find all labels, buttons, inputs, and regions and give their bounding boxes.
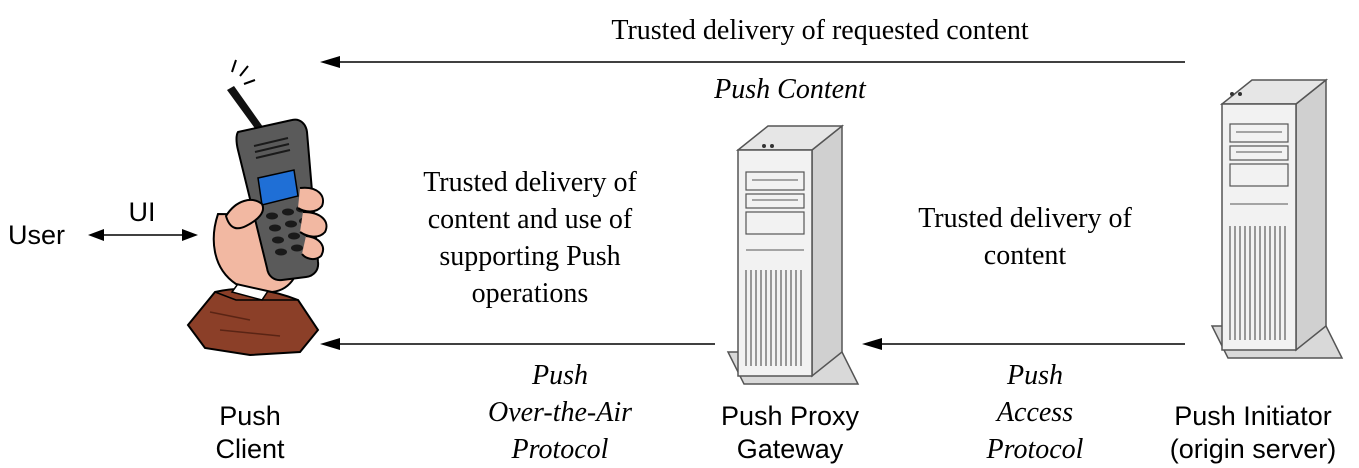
ota-flow-label-line: content and use of xyxy=(427,204,633,235)
ui-label: UI xyxy=(128,197,156,227)
access-flow-label-line: content xyxy=(983,240,1067,271)
push-client-label: Push Client xyxy=(190,400,310,466)
arrow-ui-user-client xyxy=(88,229,198,241)
push-proxy-gateway-label: Push Proxy Gateway xyxy=(700,400,880,466)
access-protocol-line: Protocol xyxy=(986,434,1084,465)
top-flow-label: Trusted delivery of requested content xyxy=(611,15,1029,46)
push-proxy-gateway-label-line: Gateway xyxy=(736,434,844,464)
push-client-label-line: Client xyxy=(215,434,285,464)
access-protocol-line: Access xyxy=(996,397,1074,428)
arrow-push-access-protocol xyxy=(862,338,1185,350)
top-flow-protocol: Push Content xyxy=(714,74,866,105)
ota-protocol-line: Protocol xyxy=(511,434,609,465)
tower-server-icon xyxy=(1210,78,1344,359)
push-proxy-gateway-label-line: Push Proxy xyxy=(720,401,860,431)
access-protocol-line: Push xyxy=(1007,360,1063,391)
user-label: User xyxy=(8,220,66,250)
push-initiator-label: Push Initiator (origin server) xyxy=(1149,400,1357,466)
push-client-label-line: Push xyxy=(219,401,281,431)
ota-protocol-line: Push xyxy=(532,360,588,391)
tower-server-icon xyxy=(726,124,860,385)
arrow-push-over-the-air xyxy=(320,338,715,350)
access-flow-label-line: Trusted delivery of xyxy=(918,203,1132,234)
ota-flow-label-line: operations xyxy=(471,278,589,309)
ota-protocol-line: Over-the-Air xyxy=(487,397,633,428)
access-flow-label: Trusted delivery of content xyxy=(880,200,1170,274)
mobile-phone-in-hand-icon xyxy=(186,59,328,357)
push-initiator-label-line: (origin server) xyxy=(1169,434,1337,464)
ota-flow-label-line: Trusted delivery of xyxy=(423,167,637,198)
access-protocol-label: Push Access Protocol xyxy=(935,357,1135,468)
push-initiator-label-line: Push Initiator xyxy=(1174,401,1332,431)
ota-flow-label-line: supporting Push xyxy=(439,241,621,272)
arrow-top-push-content xyxy=(320,56,1185,68)
ota-flow-label: Trusted delivery of content and use of s… xyxy=(380,164,680,312)
ota-protocol-label: Push Over-the-Air Protocol xyxy=(440,357,680,468)
